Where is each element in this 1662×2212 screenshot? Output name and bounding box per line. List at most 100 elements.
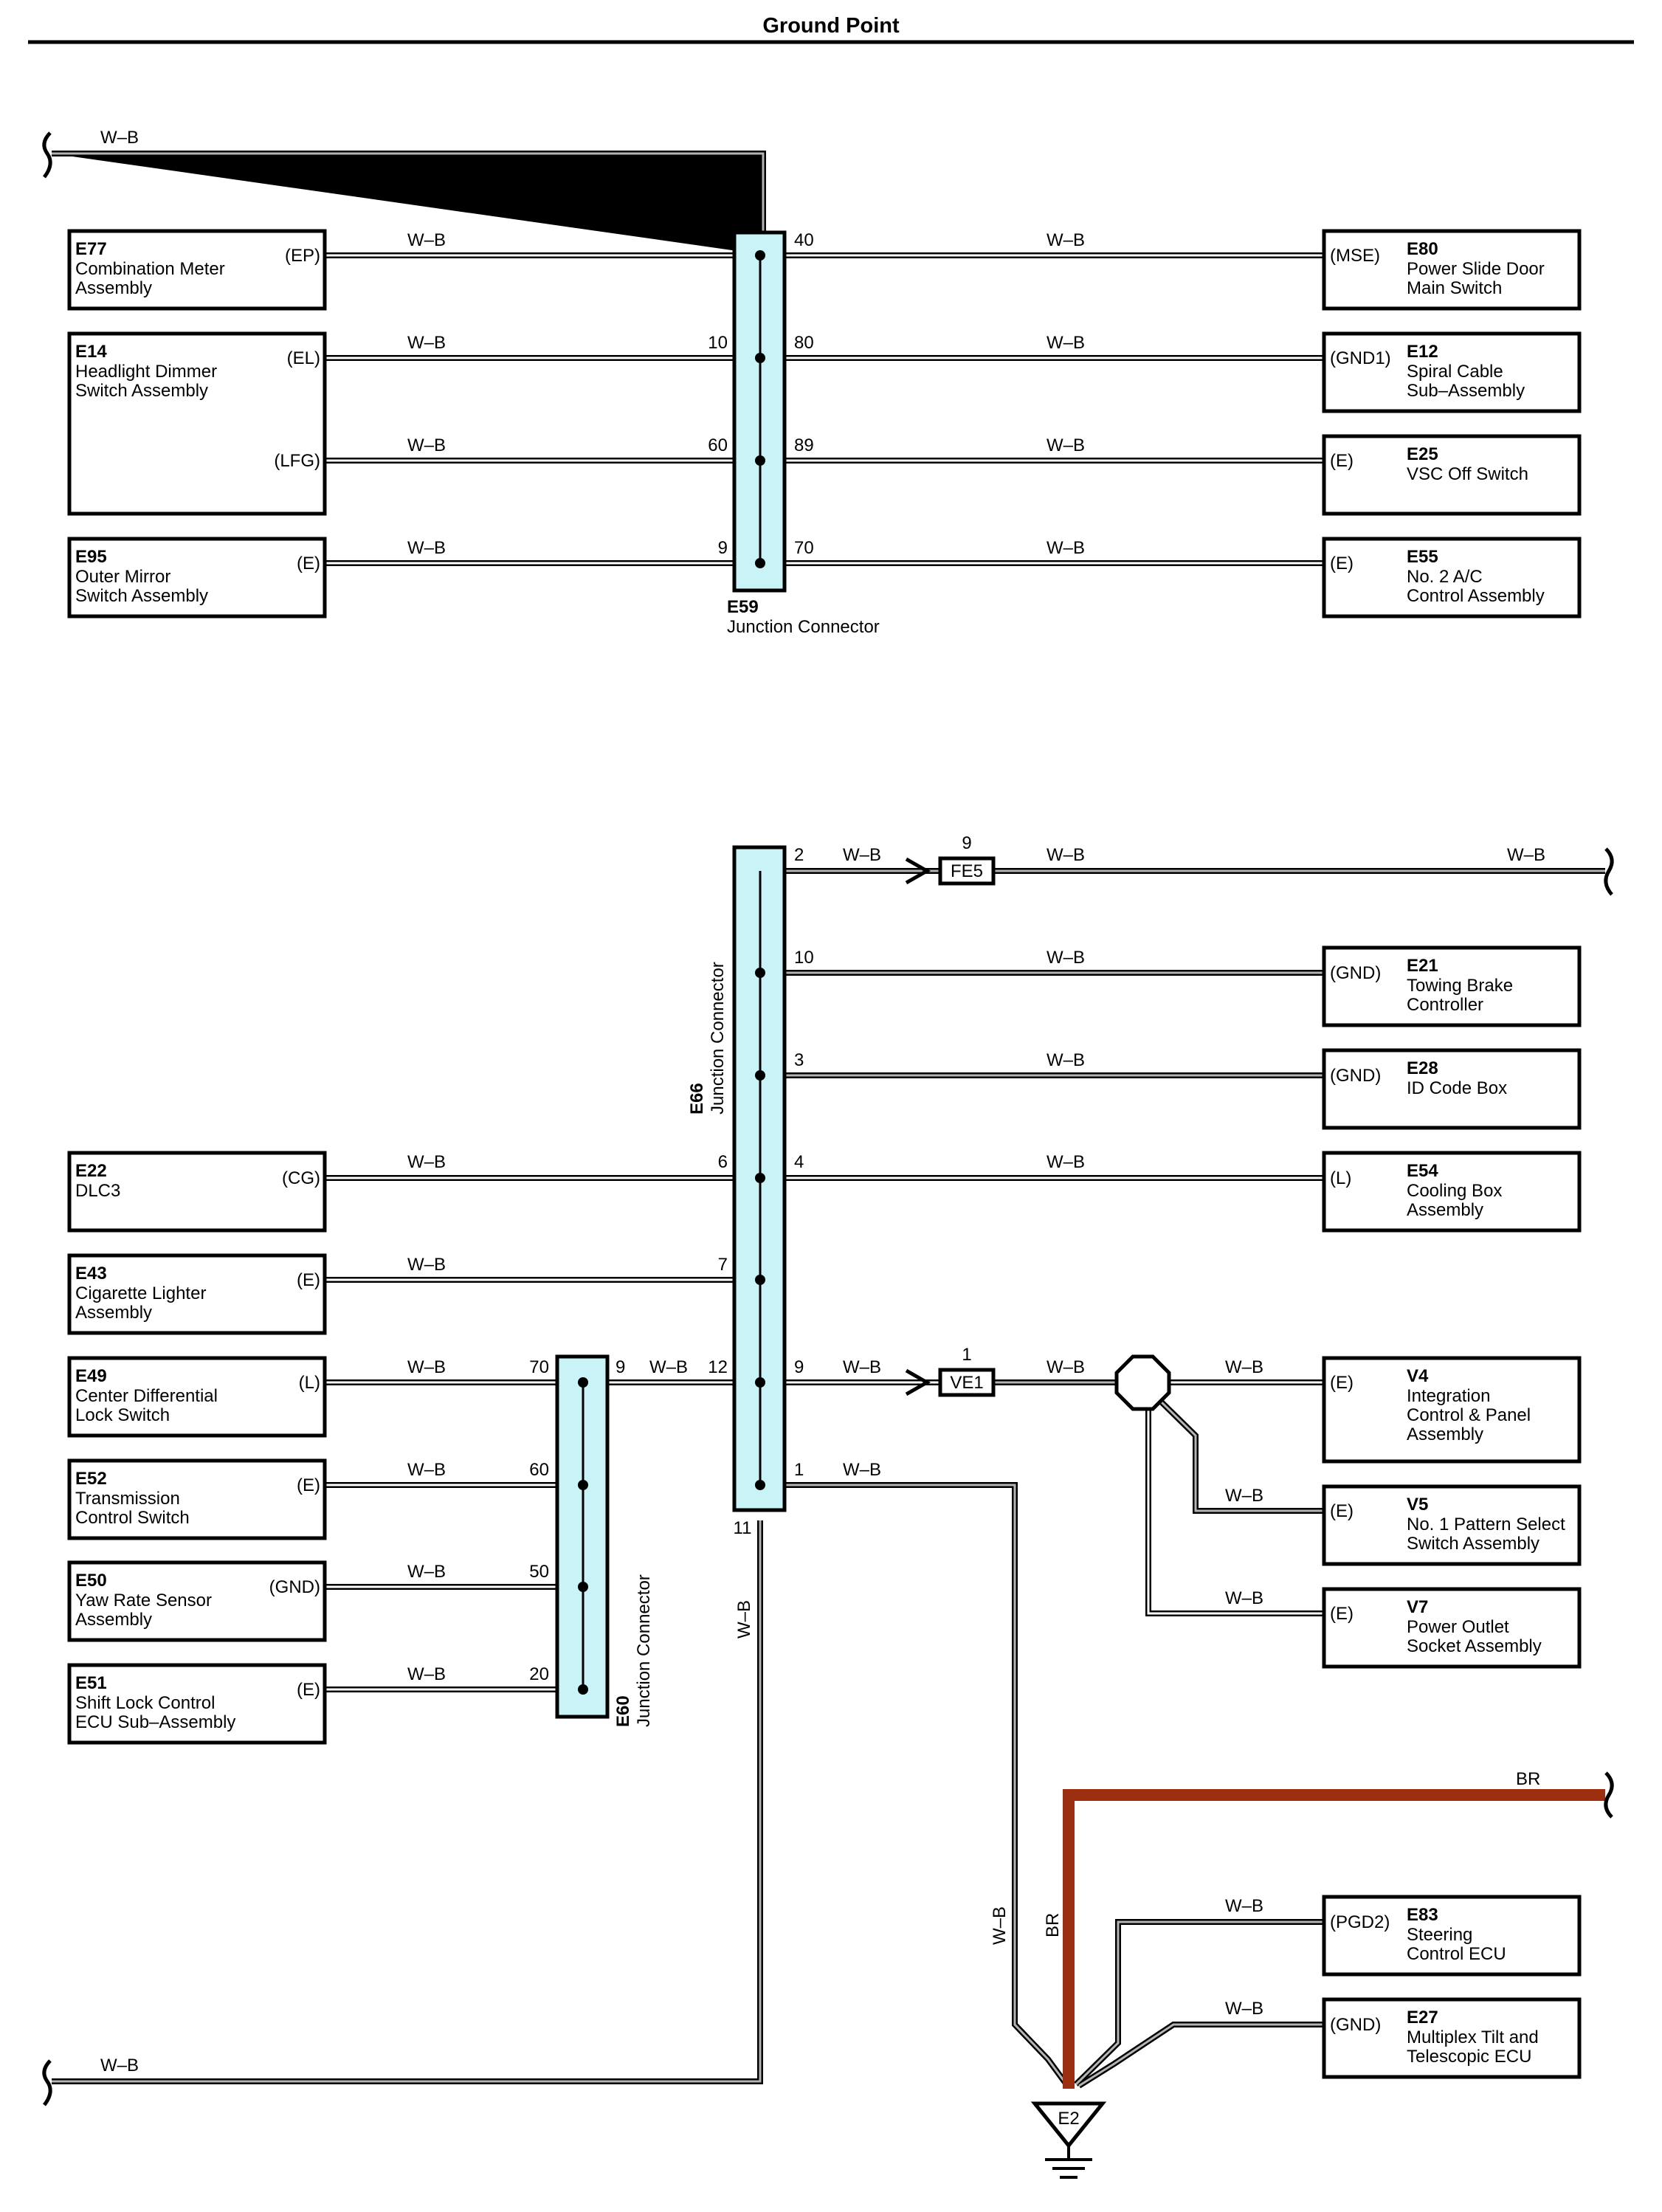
- component-name-line: VSC Off Switch: [1407, 464, 1528, 484]
- e2-id: E2: [1058, 2109, 1079, 2129]
- component-id: V4: [1407, 1366, 1429, 1386]
- e60-id: E60: [613, 1695, 633, 1727]
- pin-number: 40: [794, 230, 814, 250]
- component-id: V7: [1407, 1597, 1428, 1617]
- br-label: BR: [1516, 1769, 1540, 1789]
- component-id: V5: [1407, 1495, 1428, 1515]
- wire-label-vertical: W–B: [990, 1906, 1010, 1945]
- component-name-line: Controller: [1407, 995, 1483, 1015]
- wire-label: W–B: [100, 128, 139, 148]
- component-id: E22: [75, 1161, 107, 1181]
- pin-number: 9: [616, 1357, 625, 1377]
- terminal-label: (E): [1330, 1373, 1354, 1393]
- wire-label: W–B: [1046, 845, 1085, 865]
- wire-label: W–B: [1225, 1896, 1263, 1916]
- wire-label: W–B: [407, 230, 446, 250]
- wire-label: W–B: [1225, 1486, 1263, 1506]
- terminal-label: (E): [1330, 554, 1354, 573]
- component-name-line: Headlight Dimmer: [75, 362, 217, 382]
- component-id: E95: [75, 547, 107, 567]
- wire-label: W–B: [843, 1357, 881, 1377]
- pin-number: 99: [708, 230, 728, 250]
- terminal-label: (GND): [1330, 1066, 1381, 1086]
- pin-number: 6: [718, 1152, 728, 1172]
- pin-number: 20: [529, 1664, 549, 1684]
- component-name-line: Cooling Box: [1407, 1181, 1502, 1201]
- component-name-line: Assembly: [75, 1303, 152, 1323]
- component-name-line: Control Switch: [75, 1508, 190, 1528]
- component-name-line: Cigarette Lighter: [75, 1284, 206, 1303]
- component-name-line: Yaw Rate Sensor: [75, 1591, 212, 1610]
- pin-number: 4: [794, 1152, 804, 1172]
- wire-label: W–B: [407, 538, 446, 558]
- component-name-line: Combination Meter: [75, 259, 225, 279]
- component-name-line: Multiplex Tilt and: [1407, 2027, 1539, 2047]
- section1-wires-inner: [52, 152, 1324, 565]
- wire-label: W–B: [1046, 538, 1085, 558]
- component-id: E21: [1407, 956, 1438, 976]
- e66-name: Junction Connector: [708, 962, 728, 1114]
- wire-label: W–B: [1046, 333, 1085, 353]
- component-id: E51: [75, 1673, 107, 1693]
- component-name-line: Towing Brake: [1407, 976, 1513, 996]
- terminal-label: (E): [1330, 451, 1354, 471]
- wire-label: W–B: [407, 333, 446, 353]
- inline-connector-ve1: VE1 1: [905, 1345, 996, 1397]
- component-name-line: ID Code Box: [1407, 1078, 1507, 1098]
- component-name-line: Control ECU: [1407, 1944, 1506, 1964]
- component-name-line: Sub–Assembly: [1407, 381, 1525, 401]
- section1-wires: [52, 154, 763, 255]
- pin-number: 9: [718, 538, 728, 558]
- wire-label: W–B: [1507, 845, 1545, 865]
- component-name-line: Lock Switch: [75, 1405, 170, 1425]
- component-name-line: Control & Panel: [1407, 1405, 1531, 1425]
- pin-number: 60: [529, 1460, 549, 1480]
- component-name-line: Outer Mirror: [75, 567, 170, 587]
- wire-label: W–B: [649, 1357, 688, 1377]
- pin-number: 70: [794, 538, 814, 558]
- br-wire: [1063, 1789, 1605, 2089]
- page-title: Ground Point: [762, 14, 900, 38]
- wire-label: W–B: [407, 435, 446, 455]
- component-name-line: Center Differential: [75, 1386, 218, 1406]
- component-id: E43: [75, 1264, 107, 1284]
- component-name-line: Telescopic ECU: [1407, 2047, 1531, 2067]
- terminal-label: (E): [297, 1475, 320, 1495]
- component-id: E80: [1407, 239, 1438, 259]
- component-id: E83: [1407, 1905, 1438, 1925]
- break-mark-top-left: [42, 131, 52, 179]
- component-id: E50: [75, 1571, 107, 1591]
- component-name-line: No. 1 Pattern Select: [1407, 1515, 1565, 1534]
- terminal-label: (E): [297, 1680, 320, 1700]
- component-name-line: Assembly: [1407, 1200, 1483, 1220]
- component-id: E25: [1407, 444, 1438, 464]
- pin-number: 50: [529, 1562, 549, 1582]
- pin-number: 9: [794, 1357, 804, 1377]
- ground-e2: E2: [1030, 2101, 1107, 2179]
- component-name-line: Transmission: [75, 1489, 180, 1509]
- component-name-line: ECU Sub–Assembly: [75, 1712, 235, 1732]
- pin-number: 2: [794, 845, 804, 865]
- pin-number: 12: [708, 1357, 728, 1377]
- component-name-line: Assembly: [1407, 1424, 1483, 1444]
- terminal-label: (L): [1330, 1168, 1351, 1188]
- pin-number: 89: [794, 435, 814, 455]
- ve1-id: VE1: [950, 1373, 983, 1393]
- pin-number: 10: [708, 333, 728, 353]
- component-name-line: Main Switch: [1407, 278, 1502, 298]
- wire-label: W–B: [1046, 1050, 1085, 1070]
- pin-numbers: 20 99 10 60 9 40 80 89 70 2 10 3 4 9 1 6…: [529, 206, 813, 1684]
- wire-label: W–B: [100, 2056, 139, 2075]
- e59-name: Junction Connector: [727, 617, 880, 637]
- pin-number: 10: [794, 948, 814, 968]
- component-name-line: Power Slide Door: [1407, 259, 1545, 279]
- terminal-label: (E): [1330, 1604, 1354, 1624]
- pin-number: 11: [734, 1518, 752, 1538]
- component-name-line: Power Outlet: [1407, 1617, 1509, 1637]
- terminal-label: (GND): [1330, 2015, 1381, 2035]
- wire-label: W–B: [1046, 1152, 1085, 1172]
- terminal-label: (EP): [285, 246, 320, 266]
- component-id: E52: [75, 1469, 107, 1489]
- wire-label: W–B: [843, 1460, 881, 1480]
- component-name-line: Switch Assembly: [1407, 1534, 1539, 1554]
